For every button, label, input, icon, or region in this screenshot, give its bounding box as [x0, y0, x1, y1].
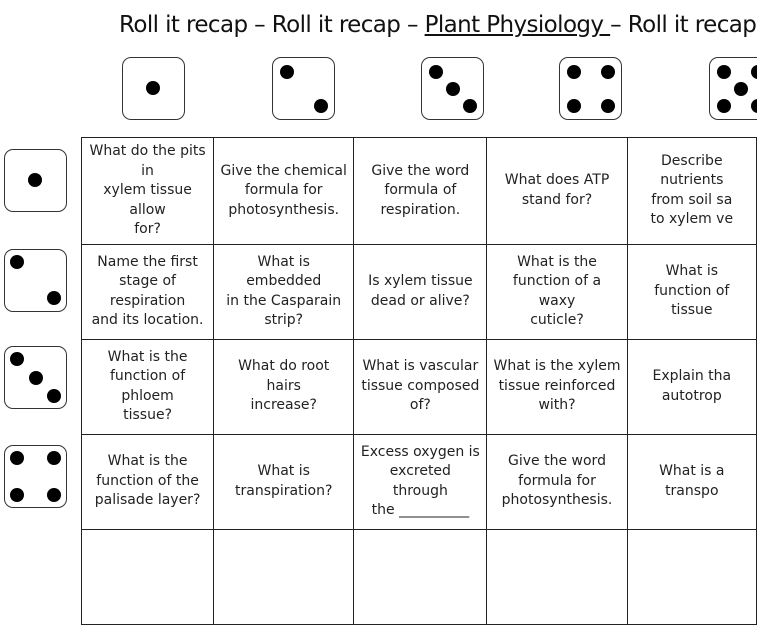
row-die-2-icon [4, 249, 67, 312]
question-cell: What is embedded in the Casparain strip? [213, 243, 355, 340]
question-cell: Give the word formula of respiration. [353, 137, 488, 245]
question-cell: What is vascular tissue composed of? [353, 338, 488, 435]
question-text: What is vascular tissue composed of? [361, 358, 480, 414]
question-text: What is a transpo [659, 463, 725, 499]
question-cell: Give the chemical formula for photosynth… [213, 137, 355, 245]
title-topic: Plant Physiology [424, 12, 611, 38]
question-cell: Name the first stage of respiration and … [80, 243, 215, 340]
question-cell: What is a transpo [626, 433, 757, 530]
question-text: What is the function of a waxy cuticle? [512, 253, 602, 329]
column-die-1-icon [122, 57, 185, 120]
question-text: What is the function of the palisade lay… [94, 453, 201, 509]
question-cell: What is the function of phloem tissue? [80, 338, 215, 435]
question-text: Describe nutrients from soil sa to xylem… [650, 152, 734, 228]
question-text: What does ATP stand for? [504, 172, 610, 208]
question-grid: What do the pits in xylem tissue allow f… [80, 137, 757, 625]
column-die-2-icon [272, 57, 335, 120]
row-die-4-icon [4, 445, 67, 508]
question-text: What is embedded in the Casparain strip? [226, 253, 342, 329]
question-cell: What is the function of the palisade lay… [80, 433, 215, 530]
question-cell [353, 528, 488, 625]
question-cell: What do the pits in xylem tissue allow f… [80, 137, 215, 245]
title-part2: – Roll it recap – [610, 12, 757, 38]
question-text: Give the word formula of respiration. [371, 162, 470, 218]
question-cell: What is the function of a waxy cuticle? [486, 243, 628, 340]
question-cell [486, 528, 628, 625]
question-text: Name the first stage of respiration and … [91, 253, 204, 329]
title-part1: Roll it recap – Roll it recap – [119, 12, 425, 38]
row-die-3-icon [4, 346, 67, 409]
question-text: Explain tha autotrop [652, 368, 732, 404]
question-cell: What is function of tissue [626, 243, 757, 340]
question-cell: Explain tha autotrop [626, 338, 757, 435]
question-text: Is xylem tissue dead or alive? [368, 273, 473, 309]
question-cell: Is xylem tissue dead or alive? [353, 243, 488, 340]
question-cell: Describe nutrients from soil sa to xylem… [626, 137, 757, 245]
worksheet-title: Roll it recap – Roll it recap – Plant Ph… [119, 12, 757, 38]
column-die-3-icon [421, 57, 484, 120]
question-cell [80, 528, 215, 625]
column-die-5-icon [709, 57, 757, 120]
grid-row: Name the first stage of respiration and … [80, 243, 757, 340]
question-cell: Give the word formula for photosynthesis… [486, 433, 628, 530]
grid-row: What do the pits in xylem tissue allow f… [80, 137, 757, 245]
question-text: Give the word formula for photosynthesis… [501, 453, 613, 509]
question-text: Excess oxygen is excreted through the __… [360, 443, 480, 519]
question-cell: Excess oxygen is excreted through the __… [353, 433, 488, 530]
question-text: Give the chemical formula for photosynth… [220, 162, 347, 218]
question-cell [213, 528, 355, 625]
question-cell [626, 528, 757, 625]
question-text: What do the pits in xylem tissue allow f… [89, 143, 206, 237]
question-cell: What is the xylem tissue reinforced with… [486, 338, 628, 435]
column-die-4-icon [559, 57, 622, 120]
question-cell: What do root hairs increase? [213, 338, 355, 435]
question-text: What is transpiration? [235, 463, 333, 499]
question-cell: What is transpiration? [213, 433, 355, 530]
question-text: What is the function of phloem tissue? [107, 348, 188, 424]
row-die-1-icon [4, 149, 67, 212]
grid-row [80, 528, 757, 625]
question-text: What is function of tissue [654, 263, 730, 319]
grid-row: What is the function of phloem tissue? W… [80, 338, 757, 435]
question-cell: What does ATP stand for? [486, 137, 628, 245]
question-text: What do root hairs increase? [238, 358, 330, 414]
question-text: What is the xylem tissue reinforced with… [493, 358, 621, 414]
grid-row: What is the function of the palisade lay… [80, 433, 757, 530]
